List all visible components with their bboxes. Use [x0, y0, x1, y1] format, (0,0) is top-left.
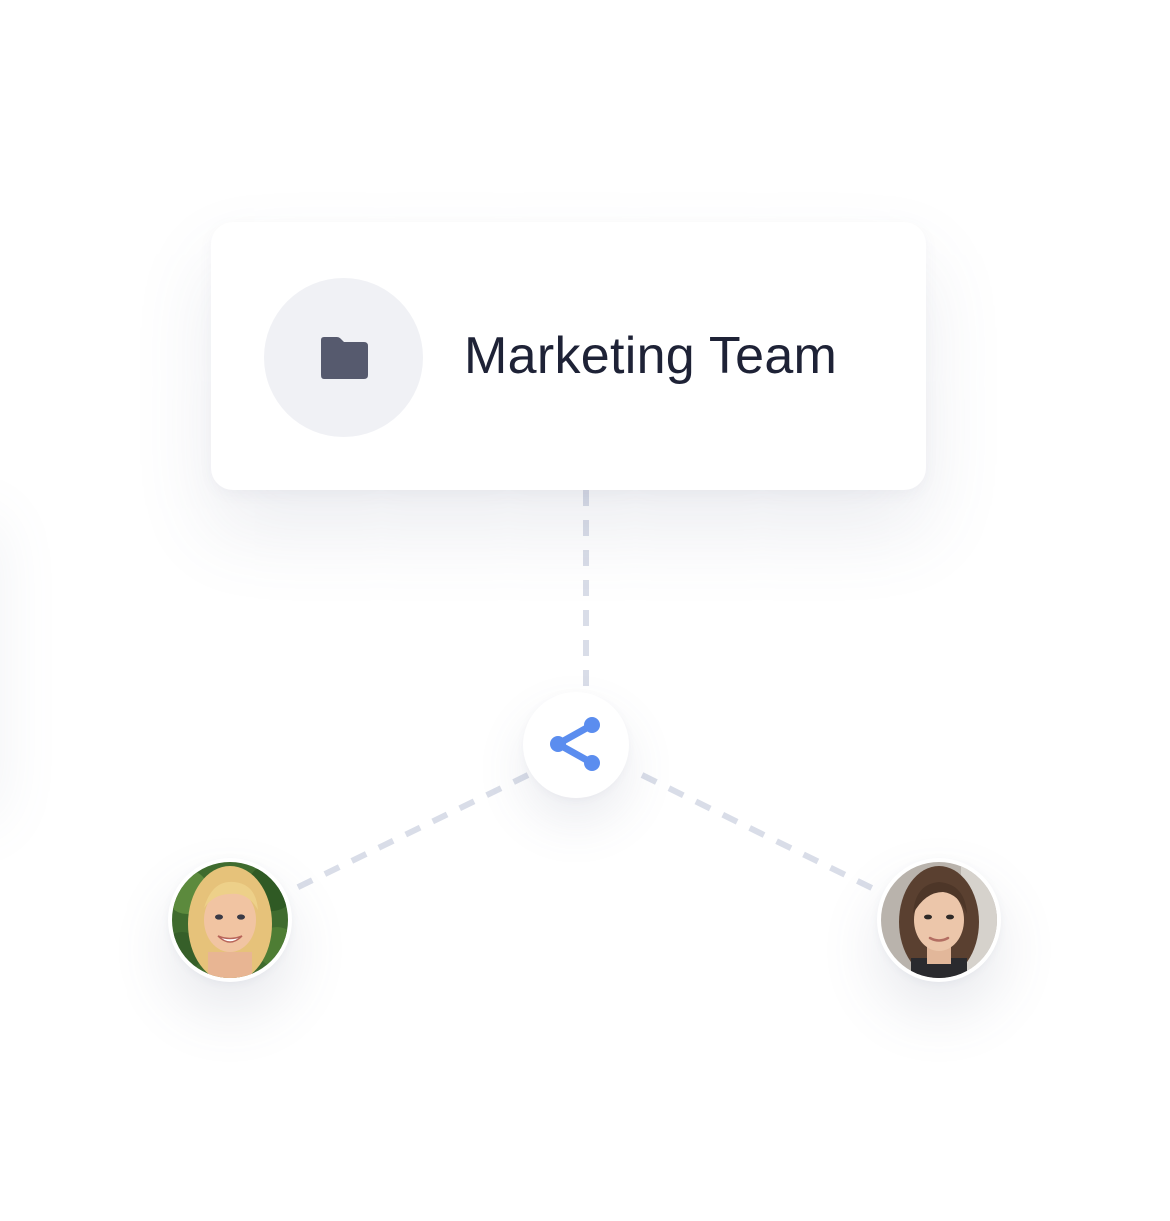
folder-icon: [320, 336, 368, 379]
folder-card[interactable]: Marketing Team: [211, 222, 926, 490]
share-button[interactable]: [523, 692, 629, 798]
connector-share-left: [284, 772, 530, 896]
share-icon: [550, 717, 600, 771]
avatar-photo: [881, 862, 997, 978]
avatar-brunette-woman[interactable]: [877, 858, 1001, 982]
avatar-blonde-woman[interactable]: [168, 858, 292, 982]
connector-share-right: [640, 772, 884, 896]
folder-icon-badge: [264, 278, 423, 437]
avatar-photo: [172, 862, 288, 978]
folder-title: Marketing Team: [464, 327, 838, 385]
